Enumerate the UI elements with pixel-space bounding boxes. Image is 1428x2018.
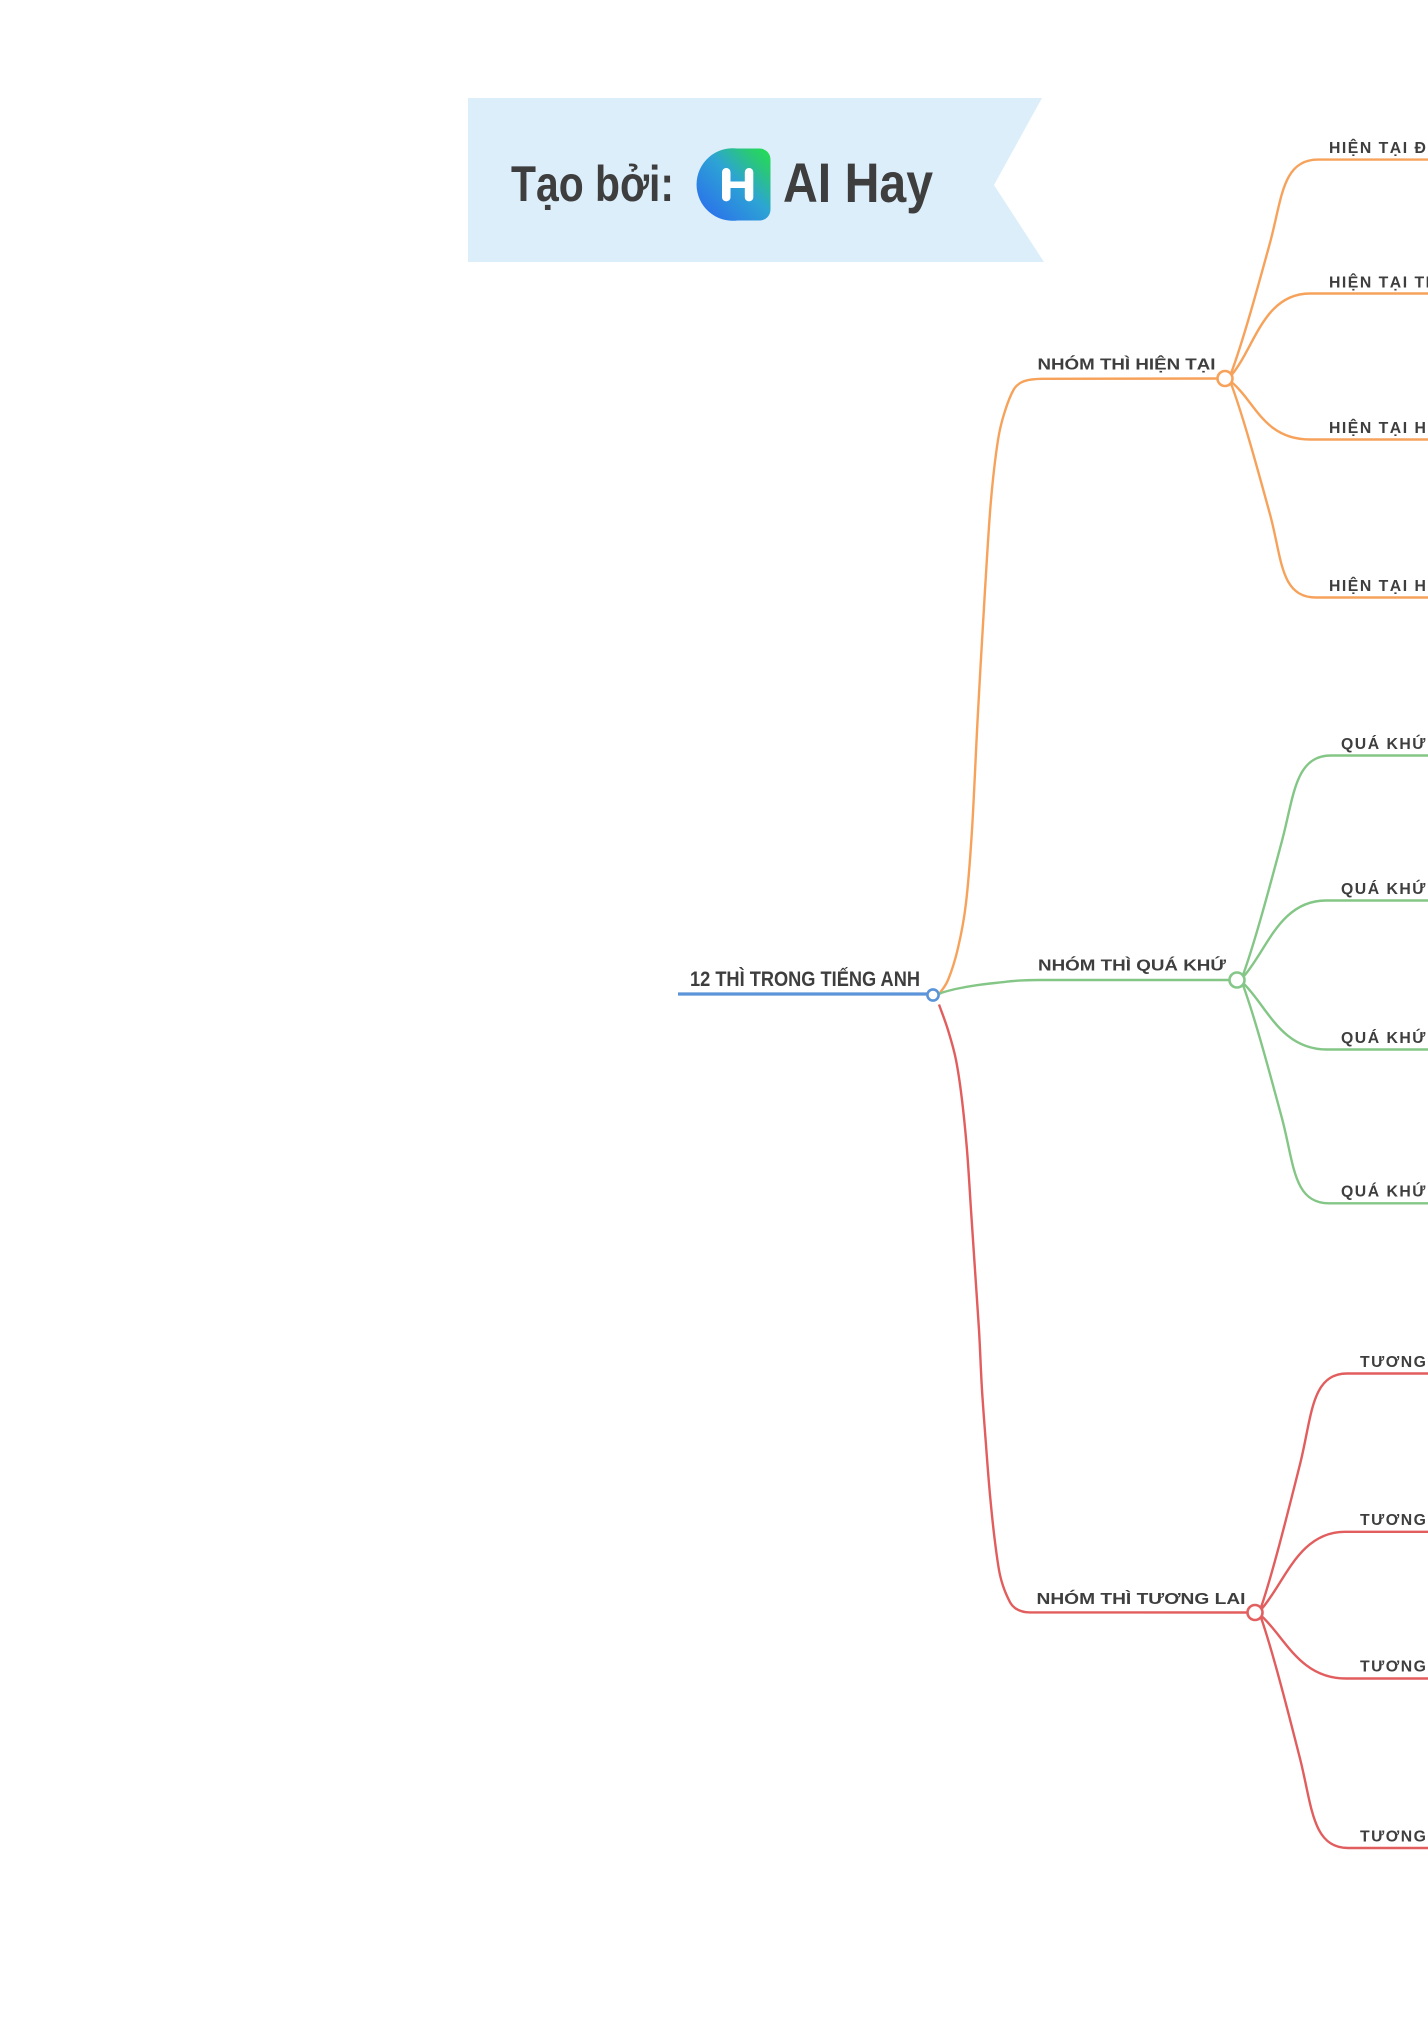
svg-text:TƯƠNG LAI HOÀN THÀNH: TƯƠNG LAI HOÀN THÀNH <box>1360 1657 1428 1676</box>
svg-text:NHÓM THÌ TƯƠNG LAI: NHÓM THÌ TƯƠNG LAI <box>1037 1589 1246 1608</box>
svg-text:TƯƠNG LAI ĐƠN: TƯƠNG LAI ĐƠN <box>1360 1354 1428 1371</box>
svg-text:HIỆN TẠI HOÀN THÀNH: HIỆN TẠI HOÀN THÀNH <box>1329 418 1428 437</box>
svg-text:TƯƠNG LAI TIẾP DIỄN: TƯƠNG LAI TIẾP DIỄN <box>1360 1510 1428 1529</box>
svg-text:HIỆN TẠI ĐƠN: HIỆN TẠI ĐƠN <box>1329 138 1428 157</box>
svg-text:QUÁ KHỨ HOÀN THÀNH: QUÁ KHỨ HOÀN THÀNH <box>1341 1028 1428 1047</box>
svg-text:NHÓM THÌ QUÁ KHỨ: NHÓM THÌ QUÁ KHỨ <box>1038 956 1227 975</box>
svg-text:HIỆN TẠI TIẾP DIỄN: HIỆN TẠI TIẾP DIỄN <box>1329 273 1428 292</box>
svg-text:HIỆN TẠI HOÀN THÀNH TIẾP DIỄN: HIỆN TẠI HOÀN THÀNH TIẾP DIỄN <box>1329 576 1428 595</box>
svg-text:Tạo bởi:: Tạo bởi: <box>511 156 674 212</box>
svg-text:NHÓM THÌ HIỆN TẠI: NHÓM THÌ HIỆN TẠI <box>1038 355 1216 374</box>
svg-text:AI Hay: AI Hay <box>783 151 933 214</box>
svg-text:QUÁ KHỨ ĐƠN: QUÁ KHỨ ĐƠN <box>1341 734 1428 753</box>
svg-text:QUÁ KHỨ HOÀN THÀNH TIẾP DIỄN: QUÁ KHỨ HOÀN THÀNH TIẾP DIỄN <box>1341 1182 1428 1201</box>
svg-text:12 THÌ TRONG TIẾNG ANH: 12 THÌ TRONG TIẾNG ANH <box>690 968 920 991</box>
svg-text:TƯƠNG LAI HOÀN THÀNH TIẾP DIỄN: TƯƠNG LAI HOÀN THÀNH TIẾP DIỄN <box>1360 1827 1428 1846</box>
svg-text:QUÁ KHỨ TIẾP DIỄN: QUÁ KHỨ TIẾP DIỄN <box>1341 879 1428 898</box>
